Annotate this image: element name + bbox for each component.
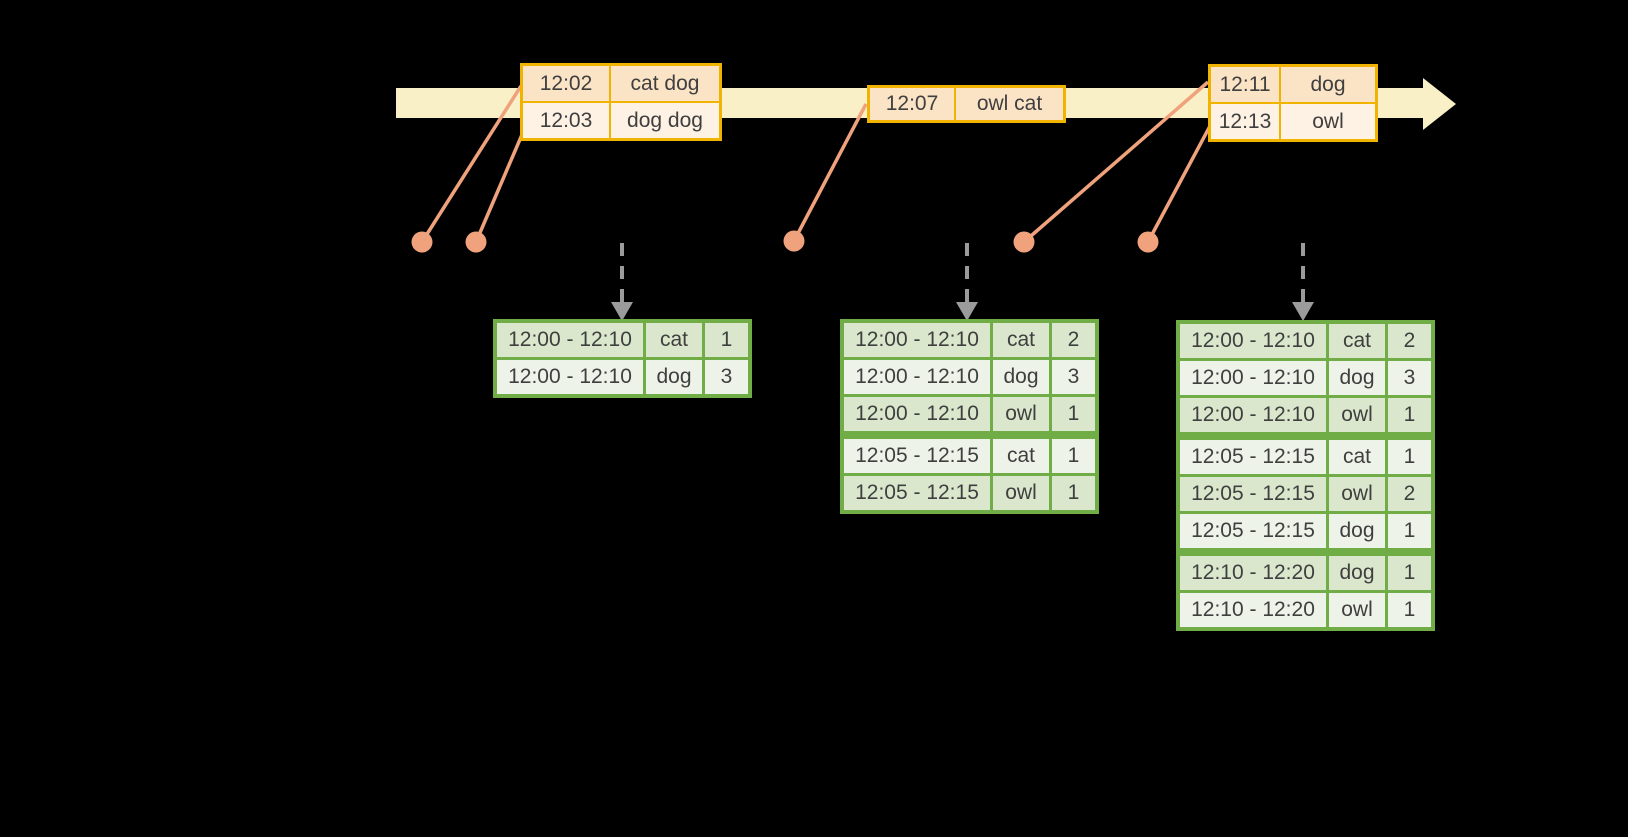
window-cell: 12:00 - 12:10: [1180, 324, 1326, 358]
word-cell: owl: [993, 476, 1049, 510]
event-time-cell: 12:07: [870, 88, 954, 120]
connector-line: [1146, 125, 1212, 243]
window-cell: 12:00 - 12:10: [844, 360, 990, 394]
window-cell: 12:05 - 12:15: [1180, 514, 1326, 548]
count-cell: 3: [1052, 360, 1095, 394]
event-dots: [411, 230, 1159, 253]
event-dot: [1013, 231, 1035, 253]
word-cell: cat: [1329, 440, 1385, 474]
window-cell: 12:05 - 12:15: [1180, 440, 1326, 474]
trigger-arrowhead: [611, 302, 633, 321]
word-cell: owl: [1329, 477, 1385, 511]
count-cell: 2: [1388, 477, 1431, 511]
event-dot: [783, 230, 805, 252]
count-cell: 1: [1052, 397, 1095, 431]
word-cell: cat: [993, 439, 1049, 473]
word-cell: dog: [993, 360, 1049, 394]
count-cell: 1: [1388, 514, 1431, 548]
event-time-cell: 12:03: [523, 103, 609, 138]
event-dot: [411, 231, 433, 253]
word-cell: dog: [1329, 514, 1385, 548]
count-cell: 1: [705, 323, 748, 357]
count-cell: 1: [1052, 439, 1095, 473]
event-words-cell: owl cat: [956, 88, 1063, 120]
word-cell: cat: [646, 323, 702, 357]
event-connector-lines: [420, 80, 1212, 244]
event-words-cell: dog: [1281, 67, 1375, 102]
window-cell: 12:00 - 12:10: [844, 323, 990, 357]
count-cell: 1: [1052, 476, 1095, 510]
count-cell: 3: [1388, 361, 1431, 395]
window-cell: 12:05 - 12:15: [1180, 477, 1326, 511]
trigger-arrowhead: [956, 302, 978, 321]
window-cell: 12:00 - 12:10: [497, 323, 643, 357]
word-cell: dog: [646, 360, 702, 394]
window-cell: 12:05 - 12:15: [844, 439, 990, 473]
window-cell: 12:00 - 12:10: [1180, 398, 1326, 432]
count-cell: 2: [1388, 324, 1431, 358]
count-cell: 2: [1052, 323, 1095, 357]
event-time-cell: 12:11: [1211, 67, 1279, 102]
window-cell: 12:10 - 12:20: [1180, 556, 1326, 590]
count-cell: 1: [1388, 440, 1431, 474]
count-cell: 3: [705, 360, 748, 394]
window-cell: 12:00 - 12:10: [497, 360, 643, 394]
event-time-cell: 12:13: [1211, 104, 1279, 139]
word-cell: owl: [1329, 593, 1385, 627]
window-cell: 12:10 - 12:20: [1180, 593, 1326, 627]
trigger-arrowhead: [1292, 302, 1314, 321]
connector-line: [474, 129, 526, 243]
word-cell: owl: [1329, 398, 1385, 432]
word-cell: dog: [1329, 361, 1385, 395]
window-cell: 12:00 - 12:10: [1180, 361, 1326, 395]
word-cell: dog: [1329, 556, 1385, 590]
trigger-arrows: [611, 243, 1314, 321]
count-cell: 1: [1388, 593, 1431, 627]
event-time-cell: 12:02: [523, 66, 609, 101]
word-cell: cat: [993, 323, 1049, 357]
event-words-cell: cat dog: [611, 66, 719, 101]
word-cell: cat: [1329, 324, 1385, 358]
event-dot: [465, 231, 487, 253]
count-cell: 1: [1388, 556, 1431, 590]
connector-line: [1022, 80, 1210, 244]
count-cell: 1: [1388, 398, 1431, 432]
event-words-cell: owl: [1281, 104, 1375, 139]
event-words-cell: dog dog: [611, 103, 719, 138]
window-cell: 12:00 - 12:10: [844, 397, 990, 431]
connector-line: [792, 103, 868, 242]
word-cell: owl: [993, 397, 1049, 431]
event-dot: [1137, 231, 1159, 253]
connector-line: [420, 85, 523, 243]
window-cell: 12:05 - 12:15: [844, 476, 990, 510]
